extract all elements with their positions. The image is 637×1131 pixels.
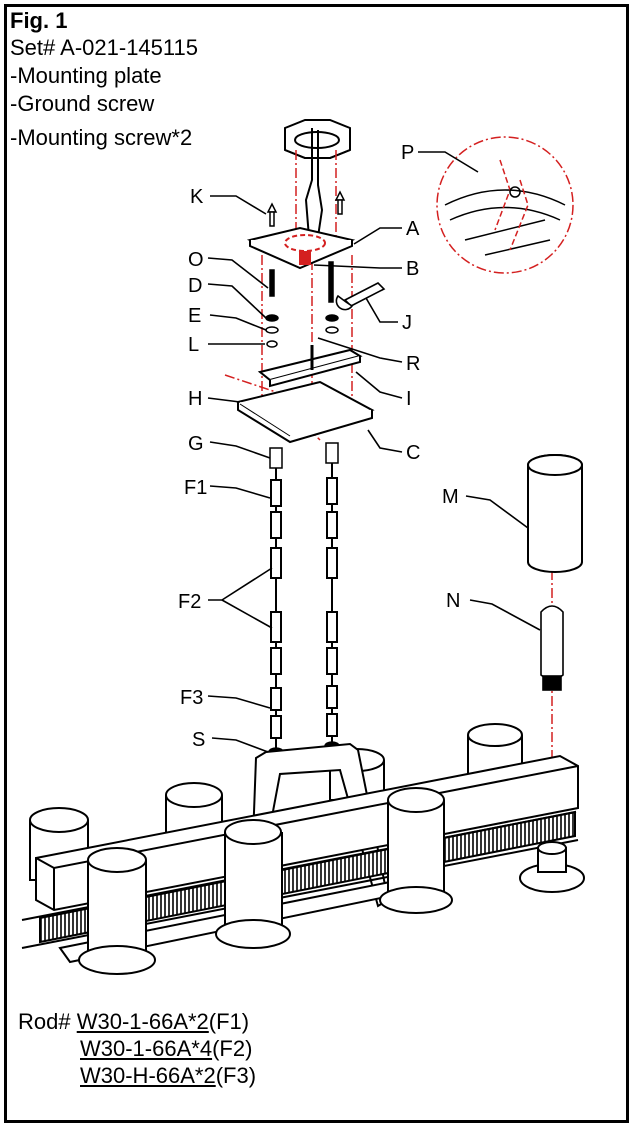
rod-parts-list: Rod# W30-1-66A*2(F1) W30-1-66A*4(F2) W30… xyxy=(18,1008,256,1089)
callout-d: D xyxy=(188,275,202,297)
callout-a: A xyxy=(406,218,420,240)
callout-l: L xyxy=(188,334,199,356)
chandelier-body xyxy=(21,723,585,975)
set-item-mounting-screw: -Mounting screw*2 xyxy=(10,125,193,150)
callout-p: P xyxy=(401,142,414,164)
callout-m: M xyxy=(442,486,459,508)
leader-lines xyxy=(207,151,541,753)
mounting-plate xyxy=(246,226,356,270)
callout-f1: F1 xyxy=(184,477,207,499)
callout-g: G xyxy=(188,433,204,455)
light-bulb xyxy=(540,605,564,691)
canopy xyxy=(235,380,375,444)
set-number: Set# A-021-145115 xyxy=(10,35,198,60)
callout-b: B xyxy=(406,258,419,280)
callout-labels: P K A O B D E J L R H I C G F1 M F2 N F3… xyxy=(178,142,460,751)
glass-shade xyxy=(527,454,583,573)
callout-o: O xyxy=(188,249,204,271)
crossbar xyxy=(257,345,363,388)
rod-row-f2: W30-1-66A*4(F2) xyxy=(18,1035,256,1062)
screws-washers xyxy=(265,261,339,348)
rod-part-f2: W30-1-66A*4 xyxy=(80,1036,213,1061)
callout-j: J xyxy=(402,312,412,334)
set-item-mounting-plate: -Mounting plate xyxy=(10,63,162,88)
callout-r: R xyxy=(406,353,420,375)
wrench xyxy=(335,282,386,311)
set-item-ground-screw: -Ground screw xyxy=(10,91,155,116)
rod-suffix-f1: (F1) xyxy=(208,1009,250,1034)
supply-wires xyxy=(304,128,324,251)
callout-f3: F3 xyxy=(180,687,203,709)
left-rod-chain xyxy=(270,468,282,750)
rod-part-f1: W30-1-66A*2 xyxy=(76,1009,209,1034)
figure-header: Fig. 1 Set# A-021-145115 -Mounting plate… xyxy=(10,8,198,152)
callout-f2: F2 xyxy=(178,591,201,613)
figure-title: Fig. 1 xyxy=(10,8,68,33)
rod-suffix-f2: (F2) xyxy=(212,1036,253,1061)
rod-prefix: Rod# xyxy=(18,1009,71,1034)
rod-row-f3: W30-H-66A*2(F3) xyxy=(18,1062,256,1089)
callout-e: E xyxy=(188,305,201,327)
detail-zoom-circle xyxy=(436,136,574,274)
callout-n: N xyxy=(446,590,460,612)
rod-row-f1: Rod# W30-1-66A*2(F1) xyxy=(18,1008,256,1035)
rod-suffix-f3: (F3) xyxy=(215,1063,257,1088)
couplers xyxy=(269,442,339,469)
callout-s: S xyxy=(192,729,205,751)
rod-part-f3: W30-H-66A*2 xyxy=(80,1063,216,1088)
callout-h: H xyxy=(188,388,202,410)
callout-k: K xyxy=(190,186,204,208)
bolt-k xyxy=(266,190,346,227)
right-rod-chain xyxy=(326,463,338,745)
callout-c: C xyxy=(406,442,420,464)
callout-i: I xyxy=(406,388,412,410)
